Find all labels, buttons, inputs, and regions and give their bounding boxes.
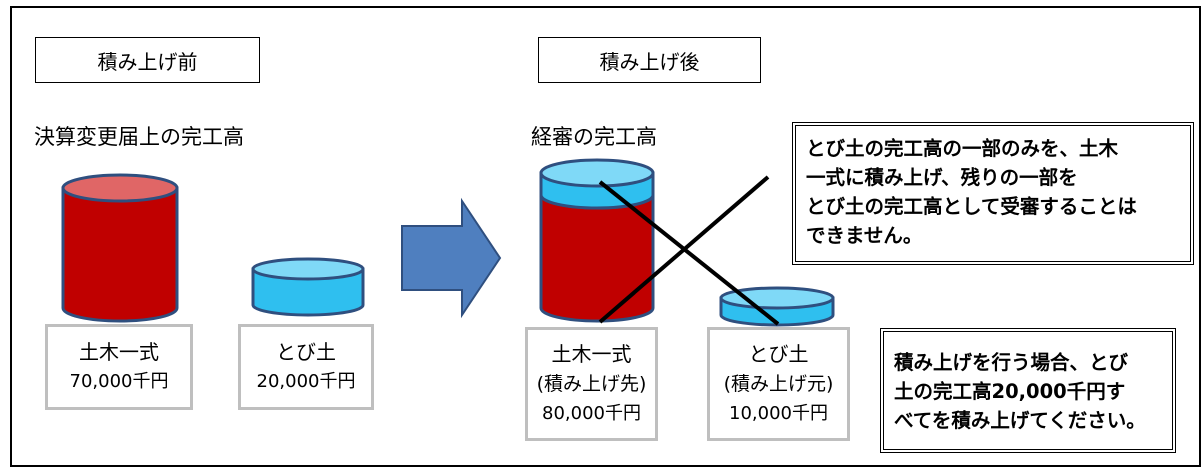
label-sub: (積み上げ元)	[723, 373, 834, 395]
label-amount: 10,000千円	[729, 403, 828, 424]
arrow-icon	[401, 197, 502, 319]
label-name: とび土	[748, 342, 809, 366]
before-title-box: 積み上げ前	[35, 37, 260, 83]
diagram-frame: 積み上げ前 積み上げ後 決算変更届上の完工高 経審の完工高	[10, 6, 1201, 467]
correct-note: 積み上げを行う場合、とび 土の完工高20,000千円す べてを積み上げてください…	[880, 328, 1176, 453]
note-line: とび土の完工高の一部のみを、土木	[806, 137, 1119, 160]
note-line: 一式に積み上げ、残りの一部を	[806, 166, 1078, 189]
label-tobi-before: とび土 20,000千円	[238, 324, 374, 410]
after-title-box: 積み上げ後	[538, 37, 761, 83]
cylinder-doboku-after	[539, 158, 655, 323]
label-doboku-before: 土木一式 70,000千円	[45, 324, 193, 410]
label-name: 土木一式	[79, 340, 159, 364]
diagram-graphics	[61, 158, 835, 327]
after-title: 積み上げ後	[599, 49, 700, 74]
label-doboku-after: 土木一式 (積み上げ先) 80,000千円	[525, 327, 658, 441]
note-line: 積み上げを行う場合、とび	[894, 351, 1129, 374]
before-title: 積み上げ前	[97, 49, 198, 74]
cylinder-doboku-before	[61, 173, 179, 323]
label-name: 土木一式	[551, 342, 632, 366]
label-amount: 80,000千円	[542, 403, 641, 424]
label-tobi-after: とび土 (積み上げ元) 10,000千円	[707, 327, 850, 441]
after-heading: 経審の完工高	[531, 125, 657, 149]
label-amount: 70,000千円	[69, 371, 169, 392]
cross-mark-icon	[598, 175, 780, 326]
note-line: べてを積み上げてください。	[894, 409, 1146, 432]
cylinder-tobi-after	[719, 286, 835, 327]
before-heading: 決算変更届上の完工高	[34, 125, 244, 149]
note-line: とび土の完工高として受審することは	[806, 195, 1137, 218]
label-name: とび土	[276, 340, 336, 364]
label-amount: 20,000千円	[256, 371, 356, 392]
note-line: できません。	[806, 224, 923, 247]
note-line: 土の完工高20,000千円す	[894, 380, 1126, 403]
cylinder-tobi-before	[251, 257, 365, 317]
label-sub: (積み上げ先)	[536, 373, 647, 395]
invalid-note: とび土の完工高の一部のみを、土木 一式に積み上げ、残りの一部を とび土の完工高と…	[792, 122, 1194, 265]
